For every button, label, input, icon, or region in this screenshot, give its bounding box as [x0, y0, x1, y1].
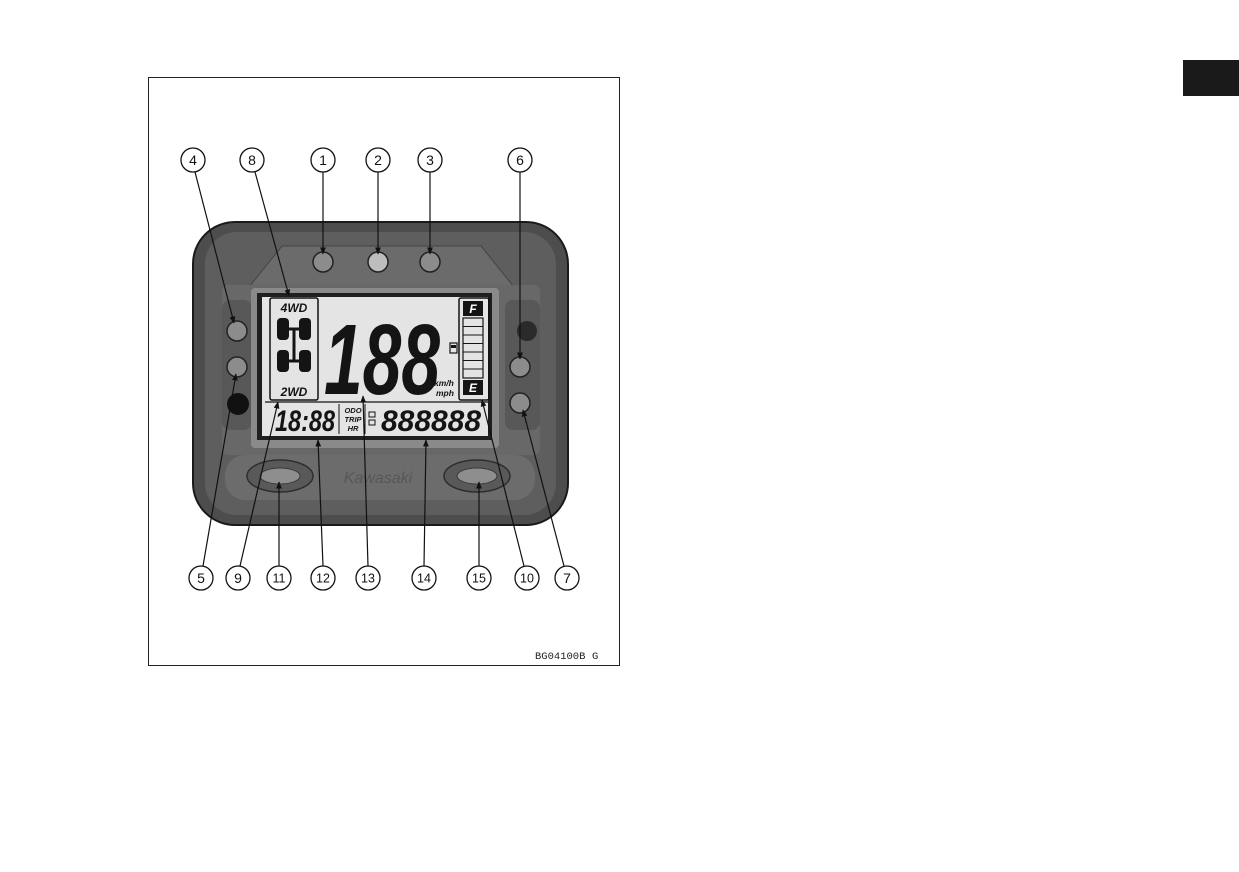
- callout: 2: [365, 147, 391, 173]
- mode-trip-label: TRIP: [344, 415, 362, 424]
- left-upper-button: [226, 320, 248, 342]
- left-dark-lamp: [227, 393, 249, 415]
- unit-kmh: km/h: [434, 378, 454, 388]
- odometer-readout: 888888: [381, 405, 481, 438]
- svg-text:7: 7: [563, 570, 571, 586]
- left-indicator-lamp: [246, 459, 314, 493]
- callout: 15: [466, 565, 492, 591]
- mode-odo-label: ODO: [344, 406, 361, 415]
- leader-line-9: [239, 401, 280, 567]
- callout: 10: [514, 565, 540, 591]
- leader-line-12: [315, 439, 324, 567]
- leader-line-8: [254, 171, 291, 297]
- 2wd-label: 2WD: [280, 385, 308, 399]
- brand-logo: Kawasaki: [344, 470, 413, 487]
- callout: 5: [188, 565, 214, 591]
- fuel-gauge: F E: [458, 297, 490, 401]
- callout: 1: [310, 147, 336, 173]
- svg-text:11: 11: [273, 572, 286, 586]
- callout: 14: [411, 565, 437, 591]
- svg-text:5: 5: [197, 570, 205, 586]
- svg-text:2: 2: [374, 152, 382, 168]
- callouts: 4 8 1 2 3 6 5 9 11 12 13 14 15 10 7: [180, 147, 580, 591]
- svg-text:4: 4: [189, 152, 197, 168]
- svg-text:6: 6: [516, 152, 524, 168]
- svg-text:8: 8: [248, 152, 256, 168]
- mode-hr-label: HR: [348, 424, 359, 433]
- right-lower-button: [509, 392, 531, 414]
- svg-text:10: 10: [520, 572, 534, 586]
- leader-line-10: [480, 399, 525, 567]
- callout: 6: [507, 147, 533, 173]
- top-left-button: [312, 251, 334, 273]
- svg-text:3: 3: [426, 152, 434, 168]
- 4wd-chassis-icon: [277, 318, 311, 372]
- leader-line-5: [202, 373, 238, 567]
- callout: 12: [310, 565, 336, 591]
- fuel-full-label: F: [469, 302, 477, 316]
- callout: 4: [180, 147, 206, 173]
- clock-readout: 18:88: [275, 405, 335, 438]
- svg-text:12: 12: [316, 572, 330, 586]
- speed-readout: 188: [324, 304, 440, 416]
- callout: 9: [225, 565, 251, 591]
- right-dark-lamp: [517, 321, 537, 341]
- fuel-level-bar: [462, 317, 484, 379]
- svg-text:1: 1: [319, 152, 327, 168]
- fuel-pump-icon: [449, 342, 458, 354]
- svg-text:14: 14: [417, 572, 431, 586]
- left-lower-button: [226, 356, 248, 378]
- leader-line-7: [521, 409, 565, 567]
- right-upper-button: [509, 356, 531, 378]
- callout: 3: [417, 147, 443, 173]
- figure-code: BG04100B: [535, 651, 585, 663]
- top-center-button: [367, 251, 389, 273]
- drive-mode-indicator: 4WD 2WD: [269, 297, 319, 401]
- leader-line-4: [194, 171, 236, 324]
- svg-text:13: 13: [361, 572, 375, 586]
- callout: 13: [355, 565, 381, 591]
- unit-mph: mph: [436, 388, 454, 398]
- figure-code-suffix: G: [592, 651, 598, 663]
- 4wd-label: 4WD: [280, 301, 308, 315]
- section-tab: [1183, 60, 1239, 96]
- svg-text:9: 9: [234, 570, 242, 586]
- svg-text:15: 15: [472, 572, 486, 586]
- callout: 11: [266, 565, 292, 591]
- leader-line-13: [360, 395, 369, 567]
- fuel-empty-label: E: [469, 381, 478, 395]
- top-right-button: [419, 251, 441, 273]
- right-indicator-lamp: [443, 459, 511, 493]
- callout: 8: [239, 147, 265, 173]
- meter-unit: 4WD 2WD 188 km/h mph F: [192, 221, 569, 526]
- leader-lines: [194, 171, 565, 567]
- trip-selector-icon: [368, 411, 376, 426]
- callout: 7: [554, 565, 580, 591]
- leader-line-14: [423, 439, 429, 567]
